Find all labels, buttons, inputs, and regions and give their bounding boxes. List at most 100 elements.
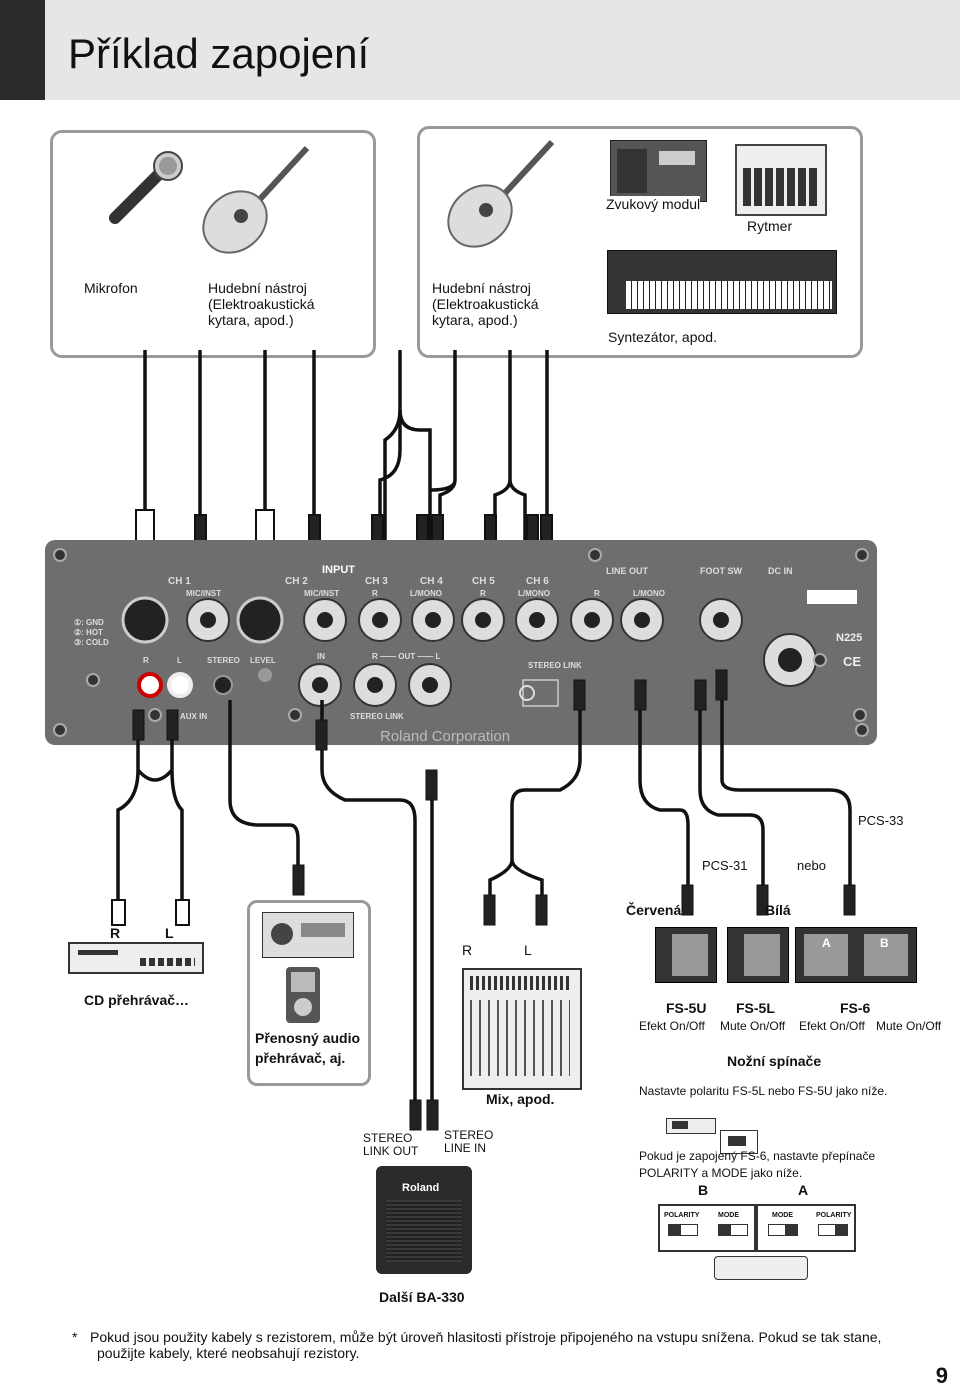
panel-ch5: CH 5	[472, 576, 495, 587]
panel-in: IN	[317, 652, 325, 661]
panel-line-out-r: R	[594, 589, 600, 598]
fs6-label: FS-6	[840, 1000, 871, 1016]
sound-module-label: Zvukový modul	[606, 196, 701, 213]
rhythm-machine-icon	[735, 144, 827, 216]
title-bar	[0, 0, 960, 100]
panel-mic-inst-1: MIC/INST	[186, 589, 222, 598]
pcs33-label: PCS-33	[858, 813, 904, 828]
title-accent	[0, 0, 45, 100]
instrument-label-1: Hudební nástroj	[432, 280, 531, 296]
panel-level: LEVEL	[250, 656, 276, 665]
mixer-r-label: R	[462, 942, 473, 958]
panel-ch6: CH 6	[526, 576, 549, 587]
footnote-line-2: použijte kabely, které neobsahují rezist…	[97, 1345, 360, 1361]
another-ba330-label: Další BA-330	[379, 1289, 465, 1305]
instrument-label-2: (Elektroakustická	[208, 296, 315, 312]
fs6-switch-b-label: B	[880, 936, 889, 950]
panel-input-label: INPUT	[322, 564, 355, 576]
fs5l-label: FS-5L	[736, 1000, 775, 1016]
panel-gnd: ①: GND	[74, 618, 104, 627]
pcs31-label: PCS-31	[702, 858, 748, 873]
cd-player-icon	[68, 942, 204, 974]
sound-module-icon	[610, 140, 707, 202]
fs5l-pedal-icon	[727, 927, 789, 983]
cd-l-label: L	[165, 925, 174, 941]
panel-stereo-link: STEREO LINK	[528, 661, 582, 670]
stereo-line-in-label-1: STEREO	[444, 1128, 494, 1142]
polarity-label: POLARITY	[816, 1212, 852, 1219]
fs5l-desc: Mute On/Off	[720, 1019, 786, 1033]
panel-aux-in: AUX IN	[180, 712, 208, 721]
fs6-jack-strip	[714, 1256, 808, 1280]
panel-line-out-label: LINE OUT	[606, 566, 648, 576]
polarity-switch-diagram	[666, 1118, 758, 1154]
panel-ch1: CH 1	[168, 576, 191, 587]
portable-label-2: přehrávač, aj.	[255, 1050, 346, 1066]
fs5u-label: FS-5U	[666, 1000, 707, 1016]
recorder-icon	[262, 912, 354, 958]
input-cables	[135, 350, 553, 551]
fs5u-desc: Efekt On/Off	[639, 1019, 705, 1033]
panel-stereo: STEREO	[207, 656, 240, 665]
panel-n225: N225	[836, 632, 863, 644]
fs6-switch-settings-b: POLARITY MODE	[658, 1204, 756, 1252]
nebo-label: nebo	[797, 858, 826, 873]
panel-ce: CE	[843, 654, 862, 669]
fs6-switch-a-label: A	[822, 936, 831, 950]
mixer-icon	[462, 968, 582, 1090]
panel-ch4: CH 4	[420, 576, 443, 587]
fs6-note-1: Pokud je zapojený FS-6, nastavte přepína…	[639, 1149, 876, 1163]
mode-label: MODE	[772, 1212, 793, 1219]
fs6-a-label: A	[798, 1182, 809, 1198]
ba330-speaker-icon: Roland	[376, 1166, 472, 1274]
panel-cold: ③: COLD	[74, 638, 109, 647]
acoustic-guitar-icon	[447, 139, 555, 248]
white-label: Bílá	[765, 902, 791, 918]
roland-logo: Roland	[402, 1182, 440, 1194]
polarity-note: Nastavte polaritu FS-5L nebo FS-5U jako …	[639, 1084, 888, 1098]
mode-label: MODE	[718, 1212, 739, 1219]
stereo-link-out-label-1: STEREO	[363, 1131, 413, 1145]
stereo-link-out-label-2: LINK OUT	[363, 1144, 419, 1158]
microphone-icon	[109, 151, 183, 224]
panel-brand: Roland Corporation	[380, 728, 511, 745]
mixer-l-label: L	[524, 942, 532, 958]
cd-r-label: R	[110, 925, 121, 941]
panel-aux-l: L	[177, 656, 182, 665]
fs6-pedal-icon: A B	[795, 927, 917, 983]
panel-lmono-ch6: L/MONO	[518, 589, 550, 598]
polarity-label: POLARITY	[664, 1212, 700, 1219]
fs6-desc-b: Mute On/Off	[876, 1019, 942, 1033]
panel-line-out-lmono: L/MONO	[633, 589, 665, 598]
mixer-label: Mix, apod.	[486, 1091, 555, 1107]
portable-label-1: Přenosný audio	[255, 1030, 361, 1047]
panel-r-ch5: R	[480, 589, 486, 598]
panel-hot: ②: HOT	[74, 628, 103, 637]
panel-foot-sw-label: FOOT SW	[700, 566, 742, 576]
panel-out: R —— OUT —— L	[372, 652, 441, 661]
music-player-icon	[286, 967, 320, 1023]
panel-aux-r: R	[143, 656, 149, 665]
instrument-label-3: kytara, apod.)	[208, 312, 294, 328]
panel-jacks	[53, 548, 869, 737]
fs6-b-label: B	[698, 1182, 709, 1198]
instrument-label-3: kytara, apod.)	[432, 312, 518, 328]
panel-link: STEREO LINK	[350, 712, 404, 721]
output-cables	[111, 669, 856, 1131]
stereo-line-in-label-2: LINE IN	[444, 1141, 487, 1155]
footnote-line-1: Pokud jsou použity kabely s rezistorem, …	[90, 1329, 882, 1345]
panel-r-ch3: R	[372, 589, 378, 598]
panel-dc-in-label: DC IN	[768, 566, 793, 576]
fs6-switch-settings-a: MODE POLARITY	[756, 1204, 856, 1252]
synth-label: Syntezátor, apod.	[608, 329, 717, 345]
cd-label: CD přehrávač…	[84, 992, 190, 1008]
page-title: Příklad zapojení	[68, 30, 370, 77]
instrument-label-1: Hudební nástroj	[208, 280, 307, 296]
fs6-desc-a: Efekt On/Off	[799, 1019, 865, 1033]
page-number: 9	[935, 1363, 948, 1388]
footswitches-label: Nožní spínače	[727, 1053, 822, 1069]
footnote-star: *	[72, 1329, 78, 1345]
fs5u-pedal-icon	[655, 927, 717, 983]
fs6-note-2: POLARITY a MODE jako níže.	[639, 1166, 803, 1180]
rhythm-label: Rytmer	[747, 218, 793, 234]
